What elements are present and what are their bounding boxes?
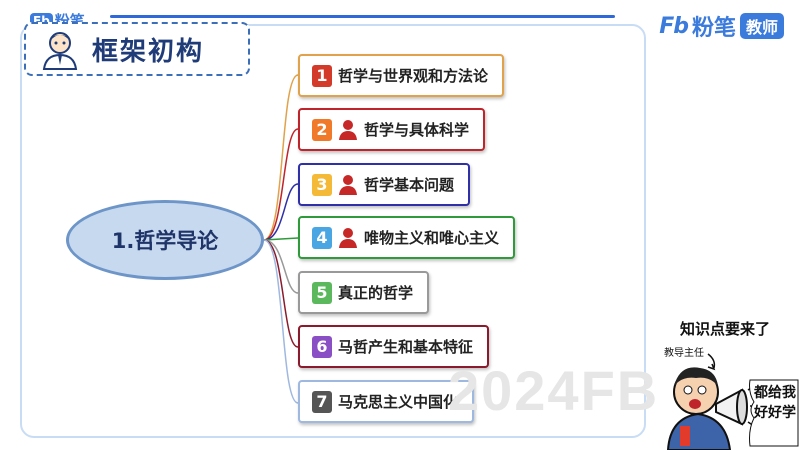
teacher-avatar-icon: [42, 32, 78, 70]
connector-2: [263, 128, 299, 241]
brand-logo-right: Fb 粉笔 教师: [659, 10, 784, 42]
sticker-headline: 知识点要来了: [680, 320, 771, 338]
branch-label: 哲学与世界观和方法论: [338, 67, 489, 85]
connector-3: [263, 183, 299, 241]
connector-4: [263, 237, 299, 241]
branch-number-badge: 4: [312, 226, 332, 249]
branch-node-4: 4 唯物主义和唯心主义: [298, 216, 516, 259]
branch-node-1: 1 哲学与世界观和方法论: [298, 54, 505, 97]
connector-7: [263, 239, 299, 404]
person-icon: [339, 174, 357, 195]
branch-node-6: 6 马哲产生和基本特征: [298, 325, 490, 368]
sticker-speaker: 教导主任: [664, 348, 704, 359]
connector-1: [263, 74, 299, 241]
branch-number-badge: 1: [312, 64, 332, 87]
branch-label: 哲学与具体科学: [364, 121, 470, 139]
connector-5: [263, 239, 299, 294]
brand-tag: 教师: [739, 13, 784, 39]
page-title: 框架初构: [92, 36, 205, 67]
teacher-megaphone-illustration: [666, 353, 799, 450]
branch-label: 哲学基本问题: [364, 176, 455, 194]
title-box: 框架初构: [24, 22, 250, 76]
branch-number-badge: 5: [312, 281, 332, 304]
branch-number-badge: 6: [312, 335, 332, 358]
branch-number-badge: 7: [312, 390, 332, 413]
branch-node-2: 2 哲学与具体科学: [298, 108, 486, 151]
watermark: 2024FB: [448, 359, 660, 422]
branch-node-7: 7 马克思主义中国化: [298, 380, 475, 423]
sticker-side-text: 都给我好好学: [754, 385, 796, 421]
branch-label: 马克思主义中国化: [338, 393, 459, 411]
branch-number-badge: 2: [312, 118, 332, 141]
central-topic: 1.哲学导论: [66, 200, 264, 280]
branch-label: 唯物主义和唯心主义: [364, 229, 500, 247]
connector-6: [263, 239, 299, 348]
branch-node-3: 3 哲学基本问题: [298, 163, 471, 206]
brand-fb-mark-right: Fb: [659, 13, 689, 39]
brand-name-right: 粉笔: [691, 16, 736, 41]
central-topic-label: 1.哲学导论: [111, 229, 219, 253]
person-icon: [339, 227, 357, 248]
branch-label: 马哲产生和基本特征: [338, 338, 474, 356]
content-frame: [20, 24, 646, 438]
branch-node-5: 5 真正的哲学: [298, 271, 430, 314]
branch-number-badge: 3: [312, 173, 332, 196]
person-icon: [339, 119, 357, 140]
branch-label: 真正的哲学: [338, 284, 414, 302]
frame-top-line: [110, 15, 615, 18]
